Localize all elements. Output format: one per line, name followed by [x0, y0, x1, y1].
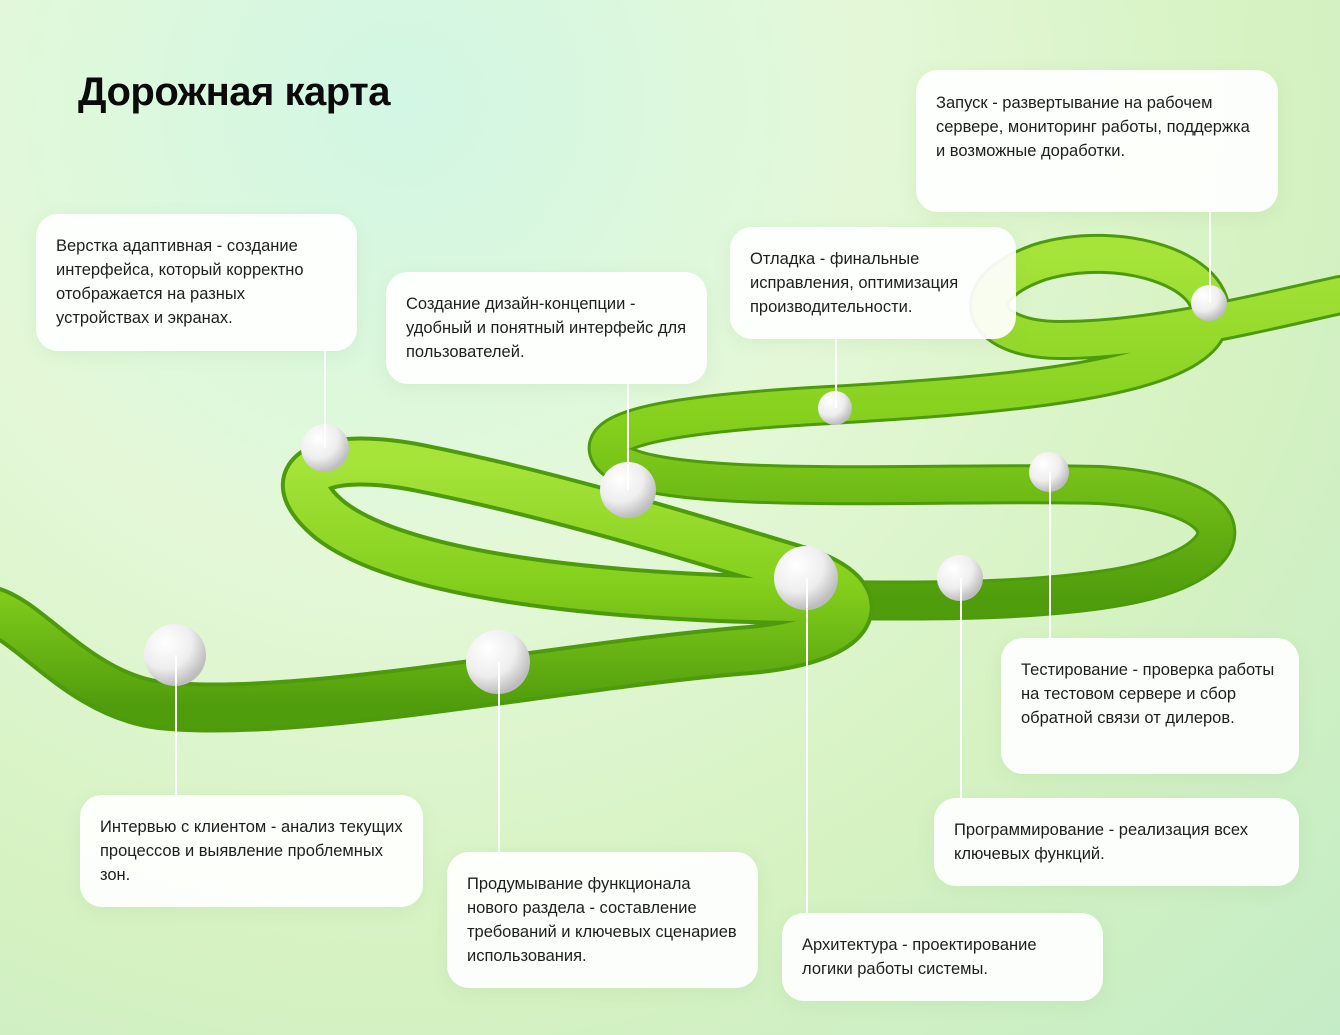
bead-4 [600, 462, 656, 518]
step-card-interview: Интервью с клиентом - анализ текущих про… [80, 795, 423, 907]
step-card-functionality: Продумывание функционала нового раздела … [447, 852, 758, 988]
connector [175, 655, 177, 795]
connector [498, 662, 500, 852]
connector [835, 338, 837, 408]
step-card-architecture: Архитектура - проектирование логики рабо… [782, 913, 1103, 1001]
connector [960, 578, 962, 798]
bead-2 [301, 424, 349, 472]
step-card-debugging: Отладка - финальные исправления, оптимиз… [730, 227, 1016, 339]
step-card-programming: Программирование - реализация всех ключе… [934, 798, 1299, 886]
step-card-design: Создание дизайн-концепции - удобный и по… [386, 272, 707, 384]
page-title: Дорожная карта [78, 70, 390, 114]
step-card-layout: Верстка адаптивная - создание интерфейса… [36, 214, 357, 351]
connector [1049, 472, 1051, 638]
step-card-testing: Тестирование - проверка работы на тестов… [1001, 638, 1299, 774]
bead-6 [818, 391, 852, 425]
step-card-launch: Запуск - развертывание на рабочем сервер… [916, 70, 1278, 212]
connector [324, 350, 326, 448]
bead-9 [1191, 285, 1227, 321]
connector [1209, 212, 1211, 303]
connector [806, 578, 808, 913]
connector [627, 383, 629, 490]
